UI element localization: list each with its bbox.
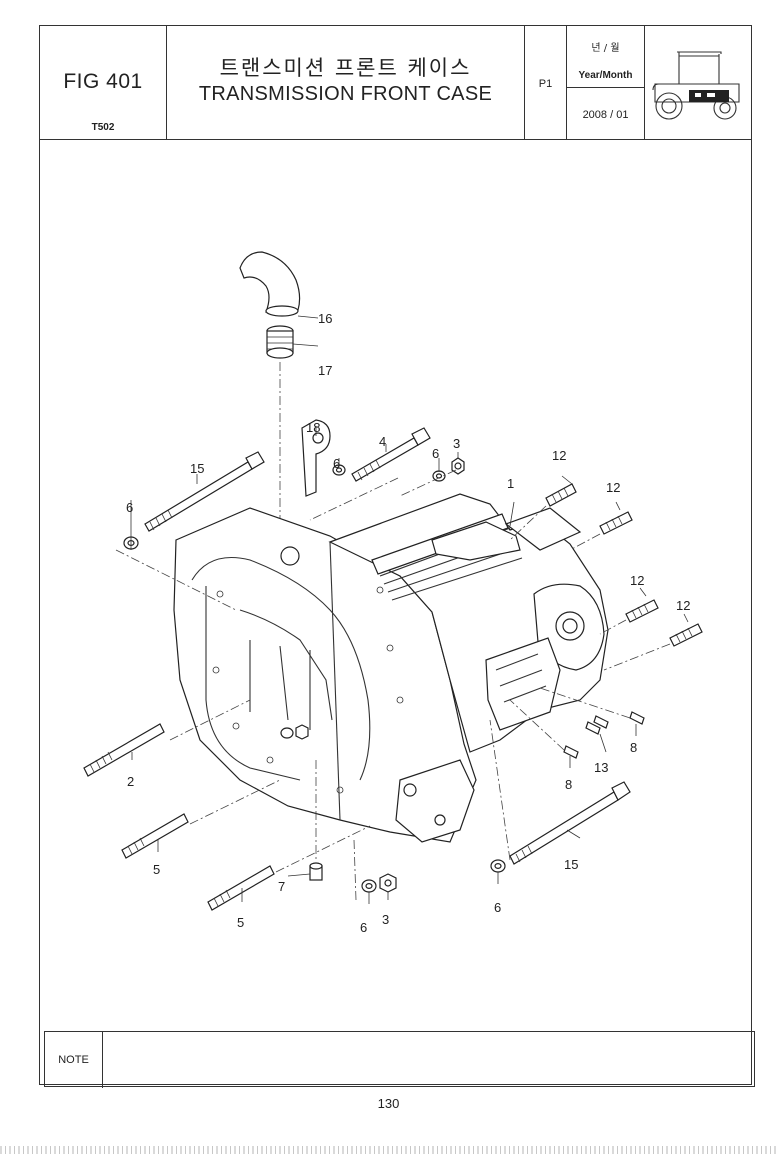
note-box: NOTE bbox=[44, 1031, 755, 1088]
nut-part-3-bottom bbox=[379, 873, 397, 893]
plug-part-7 bbox=[309, 862, 323, 881]
figure-code: T502 bbox=[91, 122, 115, 133]
page-label: P1 bbox=[538, 78, 553, 90]
stud-part-12-a bbox=[545, 483, 577, 507]
bracket-part-18 bbox=[301, 419, 331, 497]
exploded-view-drawing: 16 17 18 4 3 6 6 15 6 1 12 12 12 12 8 13… bbox=[83, 251, 703, 935]
tractor-icon bbox=[652, 51, 740, 120]
callout-7: 7 bbox=[278, 879, 285, 894]
bolt-part-4 bbox=[351, 427, 431, 482]
leader-lines bbox=[130, 315, 689, 904]
callout-16: 16 bbox=[318, 311, 332, 326]
callout-3-bottom: 3 bbox=[382, 912, 389, 927]
callout-15-lower: 15 bbox=[564, 857, 578, 872]
date-value: 2008 / 01 bbox=[582, 109, 629, 121]
figure-label: FIG 401 bbox=[63, 70, 143, 93]
callout-8-right: 8 bbox=[630, 740, 637, 755]
callout-5-b: 5 bbox=[237, 915, 244, 930]
callout-4: 4 bbox=[379, 434, 386, 449]
callout-2: 2 bbox=[127, 774, 134, 789]
page-cell: P1 bbox=[525, 26, 567, 139]
callout-12-b: 12 bbox=[606, 480, 620, 495]
title-korean: 트랜스미션 프론트 케이스 bbox=[219, 56, 472, 80]
catalog-page-frame: FIG 401 T502 트랜스미션 프론트 케이스 TRANSMISSION … bbox=[39, 25, 752, 1085]
stud-part-8-right bbox=[629, 711, 645, 725]
assembly-guide-lines bbox=[115, 469, 671, 901]
pin-part-13 bbox=[585, 715, 609, 735]
callout-6-top-b: 6 bbox=[432, 446, 439, 461]
title-english: TRANSMISSION FRONT CASE bbox=[198, 83, 493, 105]
stud-part-12-b bbox=[599, 511, 633, 535]
date-label-english: Year/Month bbox=[578, 70, 633, 81]
stud-part-5-a bbox=[121, 813, 189, 859]
callout-3-top: 3 bbox=[453, 436, 460, 451]
callout-12-c: 12 bbox=[630, 573, 644, 588]
bolt-part-15-lower bbox=[509, 781, 631, 865]
stud-part-5-b bbox=[207, 865, 275, 911]
fitting-part-17 bbox=[266, 325, 294, 359]
washer-part-6-bottom-right bbox=[490, 859, 506, 873]
image-cell bbox=[645, 26, 751, 139]
callout-15-upper: 15 bbox=[190, 461, 204, 476]
callout-6-top-a: 6 bbox=[333, 456, 340, 471]
callout-12-a: 12 bbox=[552, 448, 566, 463]
callout-1: 1 bbox=[507, 476, 514, 491]
note-label: NOTE bbox=[58, 1054, 89, 1066]
stud-part-8-lower bbox=[563, 745, 579, 759]
callout-labels: 16 17 18 4 3 6 6 15 6 1 12 12 12 12 8 13… bbox=[126, 311, 690, 935]
small-nuts-mid bbox=[280, 724, 309, 740]
callout-17: 17 bbox=[318, 363, 332, 378]
callout-6-bottom-right: 6 bbox=[494, 900, 501, 915]
stud-part-12-d bbox=[669, 623, 703, 647]
callout-12-d: 12 bbox=[676, 598, 690, 613]
date-cell: 년 / 월 Year/Month 2008 / 01 bbox=[567, 26, 645, 139]
callout-6-bottom: 6 bbox=[360, 920, 367, 935]
hose-part-16 bbox=[239, 251, 301, 317]
washer-part-6-bottom bbox=[361, 879, 377, 893]
figure-cell: FIG 401 T502 bbox=[40, 26, 167, 139]
page-number: 130 bbox=[377, 1096, 400, 1111]
stud-part-12-c bbox=[625, 599, 659, 623]
note-body bbox=[103, 1032, 754, 1088]
date-heading: 년 / 월 Year/Month bbox=[567, 26, 644, 88]
note-label-cell: NOTE bbox=[45, 1032, 103, 1088]
callout-8-lower: 8 bbox=[565, 777, 572, 792]
title-cell: 트랜스미션 프론트 케이스 TRANSMISSION FRONT CASE bbox=[167, 26, 525, 139]
callout-13: 13 bbox=[594, 760, 608, 775]
date-label-korean: 년 / 월 bbox=[591, 43, 620, 54]
callout-18: 18 bbox=[306, 420, 320, 435]
scan-artifact-strip bbox=[0, 1146, 777, 1154]
nut-part-3-top bbox=[451, 457, 465, 475]
header-table: FIG 401 T502 트랜스미션 프론트 케이스 TRANSMISSION … bbox=[40, 26, 751, 140]
callout-6-left: 6 bbox=[126, 500, 133, 515]
stud-part-2 bbox=[83, 723, 165, 777]
bolt-part-15-upper bbox=[144, 451, 265, 532]
callout-5-a: 5 bbox=[153, 862, 160, 877]
transmission-case-part-1 bbox=[173, 493, 609, 843]
